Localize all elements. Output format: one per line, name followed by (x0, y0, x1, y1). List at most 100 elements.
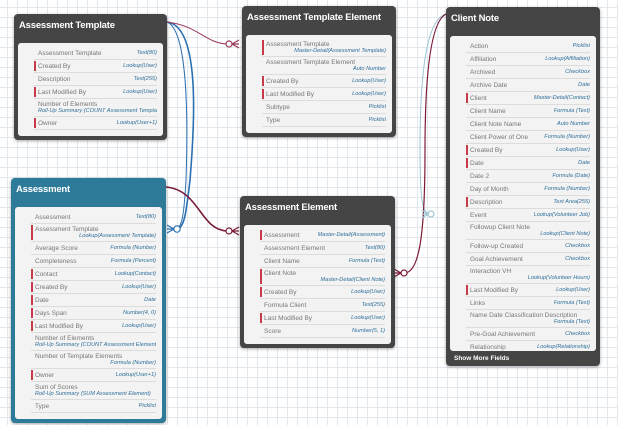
object-title[interactable]: Assessment Template Element (247, 12, 381, 23)
object-title[interactable]: Assessment Template (19, 20, 115, 31)
field-name: Interaction VH (470, 268, 512, 275)
field-name: Follow-up Created (470, 242, 524, 250)
field-type: Text(80) (364, 245, 385, 251)
field-type: Formula (Percent) (110, 258, 156, 264)
field-name: Client Power of One (470, 133, 529, 141)
field-type: Lookup(Affiliation) (545, 56, 590, 62)
lookup-line-template-to-assessment (166, 21, 195, 230)
field-type: Text(80) (136, 50, 157, 56)
object-title[interactable]: Client Note (451, 13, 499, 24)
field-type: Lookup(User) (351, 289, 385, 295)
field-name: Created By (35, 283, 68, 291)
field-name: Client Name (470, 107, 506, 115)
field-name: Client Name (264, 257, 300, 265)
field-type: Lookup(User) (123, 89, 157, 95)
field-name: Number of Elements (38, 101, 98, 108)
field-type: Picklist (368, 104, 386, 110)
md-line-template-to-template-element (166, 21, 230, 45)
field-name: Last Modified By (35, 322, 84, 330)
field-name: Assessment Template (266, 41, 330, 48)
lookup-end-icon (173, 225, 181, 233)
object-title[interactable]: Assessment (16, 184, 70, 195)
field-name: Links (470, 299, 486, 307)
field-name: Description (470, 198, 503, 206)
field-type: Number(4, 0) (123, 310, 156, 316)
field-row[interactable]: Follow-up Created Checkbox (466, 240, 590, 253)
lookup-line-template-to-assessment-2 (166, 21, 188, 230)
field-type: Date (578, 160, 590, 166)
field-type: Checkbox (565, 331, 590, 337)
field-type: Checkbox (565, 243, 590, 249)
field-type: Number(5, 1) (352, 328, 385, 334)
field-name: Client (470, 94, 487, 102)
field-name: Relationship (470, 343, 506, 351)
field-type: Checkbox (565, 256, 590, 262)
md-end-icon (225, 227, 233, 235)
show-more-fields-button[interactable]: Show More Fields (454, 355, 510, 362)
lookup-end-icon (427, 210, 435, 218)
object-title[interactable]: Assessment Element (245, 202, 337, 213)
